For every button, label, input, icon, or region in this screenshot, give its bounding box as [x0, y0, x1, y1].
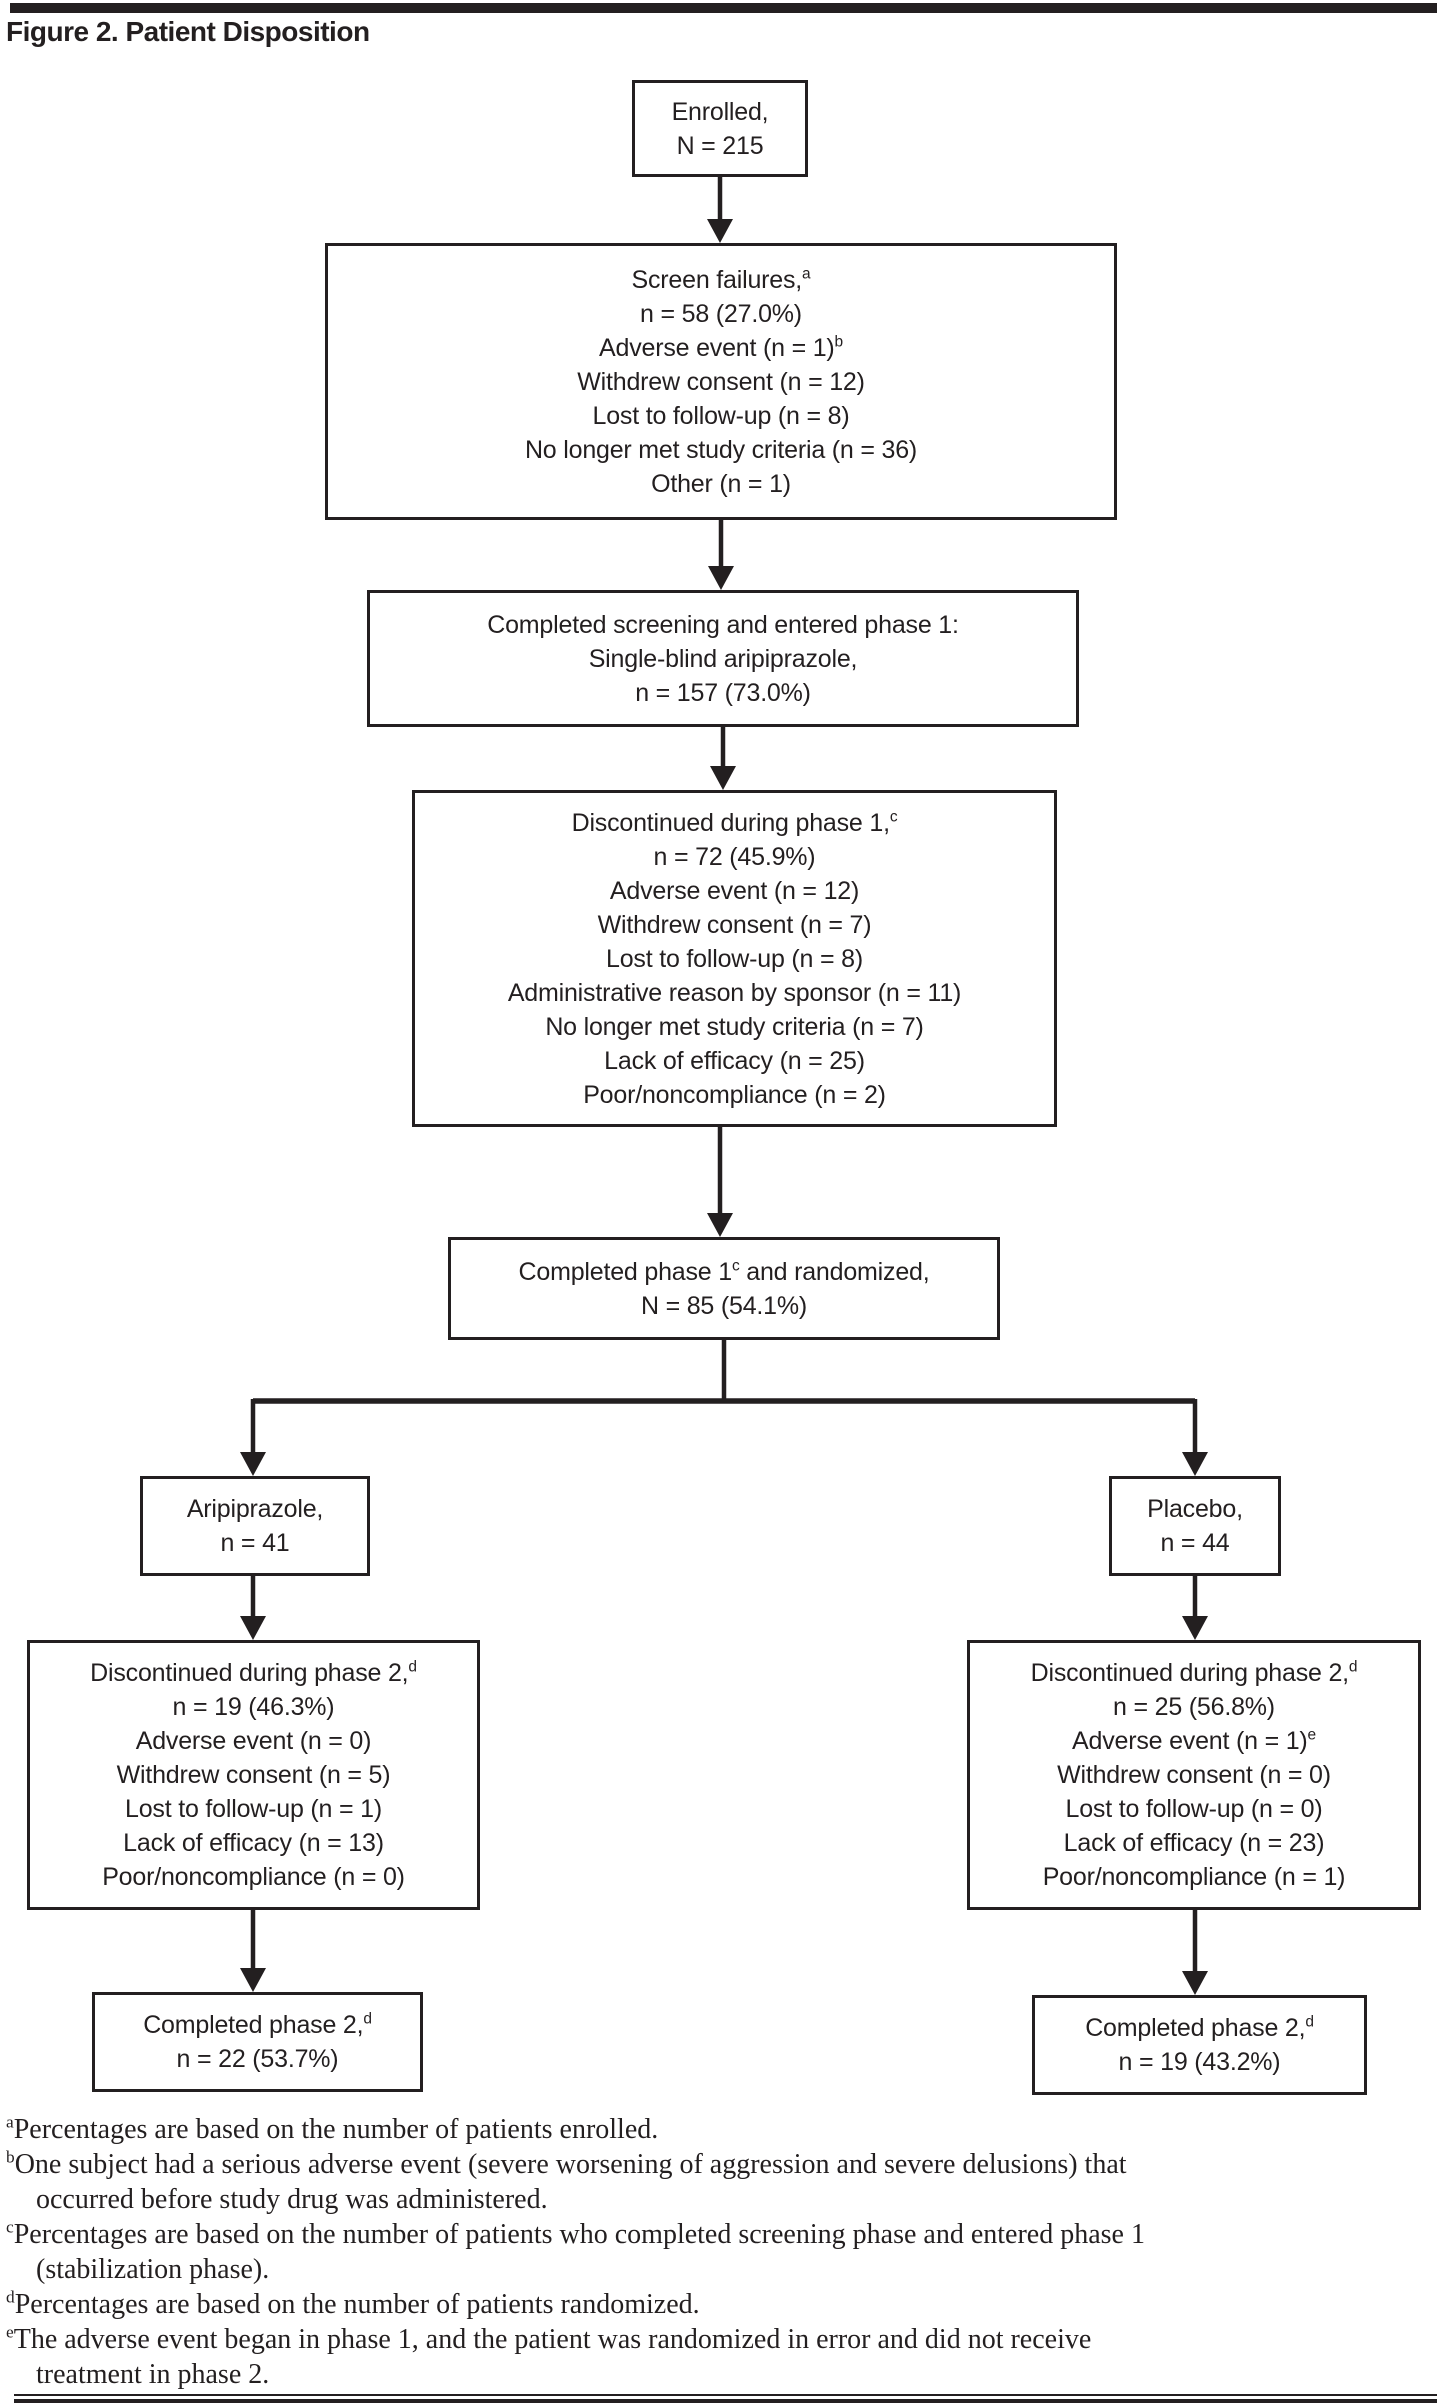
- box-line: n = 19 (43.2%): [1118, 2048, 1281, 2076]
- box-discontinued-phase2-aripiprazole: Discontinued during phase 2,d n = 19 (46.…: [27, 1640, 480, 1910]
- arrow-screenfail-to-compscreen: [708, 520, 734, 590]
- box-line: Other (n = 1): [651, 469, 791, 498]
- box-line: Enrolled,: [671, 97, 769, 126]
- box-aripiprazole-arm: Aripiprazole, n = 41: [140, 1476, 370, 1576]
- box-line: Adverse event (n = 1)b: [599, 333, 843, 362]
- box-line: Completed phase 2,d: [143, 2010, 372, 2039]
- box-line: Poor/noncompliance (n = 0): [102, 1863, 405, 1891]
- box-line: Screen failures,a: [631, 265, 811, 294]
- box-enrolled: Enrolled, N = 215: [632, 80, 808, 177]
- box-completed-phase2-placebo: Completed phase 2,d n = 19 (43.2%): [1032, 1995, 1367, 2095]
- arrow-placebo-to-disc2: [1182, 1576, 1208, 1640]
- box-line: Completed phase 1c and randomized,: [518, 1257, 930, 1286]
- box-line: Withdrew consent (n = 12): [577, 367, 865, 396]
- box-line: N = 85 (54.1%): [640, 1291, 808, 1320]
- box-line: Poor/noncompliance (n = 1): [1042, 1863, 1346, 1891]
- box-line: Discontinued during phase 1,c: [571, 808, 898, 837]
- footnote-e: eThe adverse event began in phase 1, and…: [6, 2322, 1092, 2390]
- box-line: Completed screening and entered phase 1:: [487, 610, 959, 639]
- box-line: Discontinued during phase 2,d: [90, 1658, 417, 1687]
- arrow-aripiprazole-to-disc2: [240, 1576, 266, 1640]
- box-placebo-arm: Placebo, n = 44: [1109, 1476, 1281, 1576]
- box-line: Adverse event (n = 12): [609, 876, 860, 905]
- box-line: Completed phase 2,d: [1085, 2013, 1314, 2042]
- top-rule: [10, 3, 1437, 13]
- box-line: Administrative reason by sponsor (n = 11…: [507, 978, 962, 1007]
- box-line: Lost to follow-up (n = 8): [606, 944, 863, 973]
- arrow-enrolled-to-screenfail: [707, 177, 733, 243]
- box-line: Lack of efficacy (n = 25): [604, 1046, 865, 1075]
- footnote-b: bOne subject had a serious adverse event…: [6, 2147, 1127, 2215]
- footnote-a: aPercentages are based on the number of …: [6, 2112, 659, 2145]
- box-line: Lack of efficacy (n = 23): [1063, 1829, 1325, 1857]
- box-line: Aripiprazole,: [186, 1495, 324, 1523]
- box-line: Adverse event (n = 1)e: [1072, 1726, 1316, 1755]
- box-line: n = 58 (27.0%): [640, 299, 802, 328]
- box-discontinued-phase1: Discontinued during phase 1,c n = 72 (45.…: [412, 790, 1057, 1127]
- box-line: Lost to follow-up (n = 1): [125, 1795, 382, 1823]
- box-line: n = 41: [220, 1529, 290, 1557]
- bottom-rule-thick: [14, 2399, 1437, 2403]
- box-screen-failures: Screen failures,a n = 58 (27.0%) Adverse e…: [325, 243, 1117, 520]
- box-line: Single-blind aripiprazole,: [588, 644, 858, 673]
- box-line: Withdrew consent (n = 7): [597, 910, 872, 939]
- arrow-disc2-to-comp2-aripiprazole: [240, 1910, 266, 1992]
- arrow-disc2-to-comp2-placebo: [1182, 1910, 1208, 1995]
- box-line: n = 157 (73.0%): [635, 678, 811, 707]
- footnotes: aPercentages are based on the number of …: [6, 2112, 1430, 2392]
- arrow-disc1-to-randomized: [707, 1127, 733, 1237]
- box-completed-phase2-aripiprazole: Completed phase 2,d n = 22 (53.7%): [92, 1992, 423, 2092]
- box-line: n = 19 (46.3%): [172, 1693, 335, 1721]
- footnote-d: dPercentages are based on the number of …: [6, 2287, 700, 2320]
- box-line: Lack of efficacy (n = 13): [123, 1829, 384, 1857]
- box-line: n = 72 (45.9%): [653, 842, 816, 871]
- box-discontinued-phase2-placebo: Discontinued during phase 2,d n = 25 (56.…: [967, 1640, 1421, 1910]
- box-line: n = 44: [1160, 1529, 1230, 1557]
- branch-split: [240, 1340, 1208, 1476]
- footnote-c: cPercentages are based on the number of …: [6, 2217, 1145, 2285]
- box-line: Withdrew consent (n = 5): [116, 1761, 391, 1789]
- box-line: Discontinued during phase 2,d: [1030, 1658, 1358, 1687]
- box-line: n = 22 (53.7%): [176, 2045, 339, 2073]
- box-line: Lost to follow-up (n = 8): [592, 401, 850, 430]
- box-line: Lost to follow-up (n = 0): [1065, 1795, 1323, 1823]
- box-line: n = 25 (56.8%): [1113, 1693, 1275, 1721]
- box-randomized: Completed phase 1c and randomized, N = 85…: [448, 1237, 1000, 1340]
- box-line: No longer met study criteria (n = 7): [545, 1012, 924, 1041]
- box-line: Adverse event (n = 0): [135, 1727, 372, 1755]
- box-line: Withdrew consent (n = 0): [1057, 1761, 1331, 1789]
- box-completed-screening: Completed screening and entered phase 1:…: [367, 590, 1079, 727]
- box-line: N = 215: [676, 131, 764, 160]
- box-line: Poor/noncompliance (n = 2): [583, 1080, 886, 1109]
- arrow-compscreen-to-disc1: [710, 727, 736, 790]
- figure-title: Figure 2. Patient Disposition: [6, 16, 370, 47]
- box-line: Placebo,: [1147, 1495, 1243, 1523]
- bottom-rule-thin: [14, 2394, 1437, 2396]
- box-line: No longer met study criteria (n = 36): [524, 435, 918, 464]
